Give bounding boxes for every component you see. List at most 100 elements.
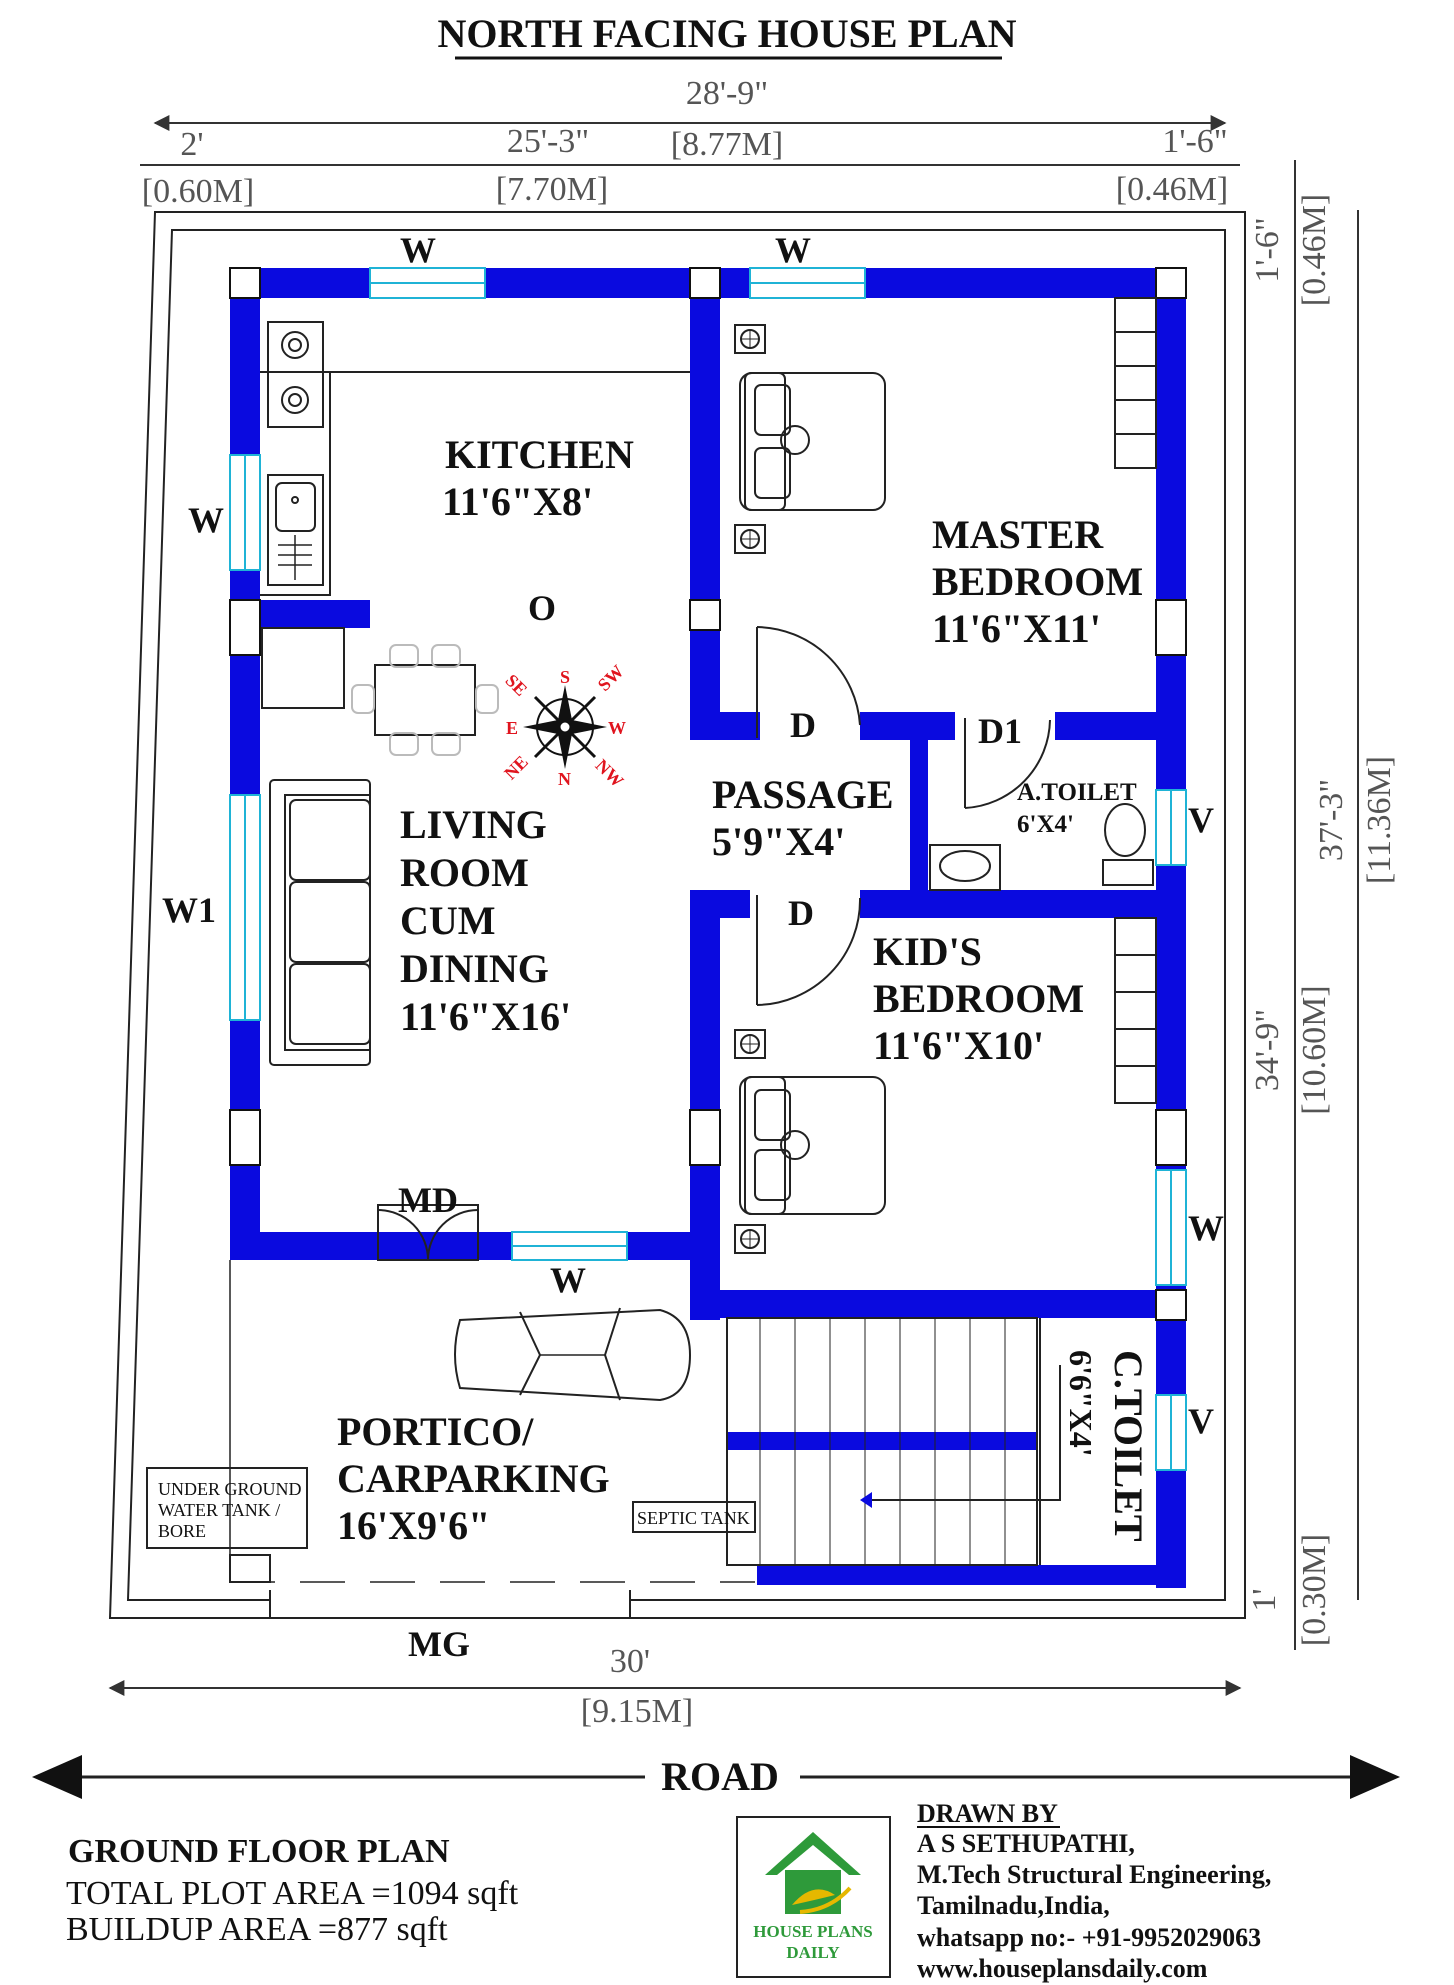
living-line-2: ROOM <box>400 850 529 895</box>
dining-table <box>351 644 499 756</box>
living-line-4: DINING <box>400 946 549 991</box>
portico-size: 16'X9'6" <box>337 1503 490 1548</box>
author-whatsapp: whatsapp no:- +91-9952029063 <box>917 1923 1261 1952</box>
staircase <box>726 1317 1061 1566</box>
ug-tank-line-2: WATER TANK / <box>158 1500 280 1520</box>
dim-bottom: 30' <box>610 1643 650 1680</box>
plot-inner-boundary <box>126 229 1226 1601</box>
logo-text-2: DAILY <box>786 1943 839 1962</box>
dim-bottom-m: [9.15M] <box>581 1693 693 1730</box>
dim-top-mid: 25'-3" <box>507 123 589 160</box>
passage-size: 5'9"X4' <box>712 819 845 864</box>
road-label: ROAD <box>661 1754 779 1799</box>
dim-right-total: 37'-3" <box>1313 779 1350 861</box>
plot-outer-boundary <box>108 211 1246 1619</box>
road-arrow-left <box>32 1755 82 1799</box>
svg-text:NW: NW <box>592 755 628 791</box>
ug-tank-line-1: UNDER GROUND <box>158 1479 302 1499</box>
kitchen-name: KITCHEN <box>445 432 634 477</box>
columns <box>229 267 1187 1321</box>
page-title: NORTH FACING HOUSE PLAN <box>437 11 1016 56</box>
dim-right-total-m: [11.36M] <box>1361 756 1398 884</box>
svg-text:SW: SW <box>594 661 628 695</box>
window-label-w1: W1 <box>162 890 216 930</box>
author-website: www.houseplansdaily.com <box>917 1954 1208 1983</box>
master-name-2: BEDROOM <box>932 559 1143 604</box>
car <box>454 1307 692 1402</box>
sofa <box>269 779 371 1066</box>
living-line-1: LIVING <box>400 802 547 847</box>
septic-tank <box>632 1501 756 1533</box>
svg-text:S: S <box>560 667 570 687</box>
main-door-label: MD <box>398 1180 458 1220</box>
dim-right-mid-m: [10.60M] <box>1296 985 1333 1114</box>
windows <box>229 267 1187 1471</box>
svg-text:NE: NE <box>500 752 532 784</box>
portico-edge <box>229 1260 265 1583</box>
atoilet-name: A.TOILET <box>1017 779 1137 806</box>
ctoilet-name: C.TOILET <box>1106 1350 1151 1542</box>
dim-right-top-m: [0.46M] <box>1296 194 1333 306</box>
main-gate-label: MG <box>408 1624 470 1664</box>
doors <box>377 626 1051 1261</box>
ug-tank-line-3: BORE <box>158 1521 206 1541</box>
window-label-kitchen: W <box>400 230 436 270</box>
drawn-by-heading: DRAWN BY <box>917 1799 1058 1828</box>
master-size: 11'6"X11' <box>932 606 1101 651</box>
passage-name: PASSAGE <box>712 772 894 817</box>
main-gate-opening <box>270 1590 630 1604</box>
author-name: A S SETHUPATHI, <box>917 1829 1135 1858</box>
master-bed <box>734 324 886 554</box>
door-label-atoilet: D1 <box>978 711 1022 751</box>
ctoilet-size: 6'6"X4' <box>1063 1350 1099 1457</box>
dim-top-total: 28'-9" <box>686 75 768 112</box>
dim-right-mid: 34'-9" <box>1249 1009 1286 1091</box>
buildup-area: BUILDUP AREA =877 sqft <box>66 1911 448 1948</box>
master-wardrobe <box>1114 297 1157 469</box>
plot-area: TOTAL PLOT AREA =1094 sqft <box>66 1875 519 1912</box>
dim-right-bottom-m: [0.30M] <box>1296 1534 1333 1646</box>
portico-step <box>229 1554 271 1583</box>
svg-text:E: E <box>506 718 518 738</box>
dim-top-left: 2' <box>180 126 203 163</box>
attached-toilet-fixtures <box>929 803 1154 891</box>
window-label-kitchen-west: W <box>188 500 224 540</box>
svg-text:N: N <box>558 769 571 789</box>
living-size: 11'6"X16' <box>400 994 571 1039</box>
svg-text:W: W <box>608 718 626 738</box>
dim-top-left-m: [0.60M] <box>142 173 254 210</box>
compass-rose <box>523 685 607 769</box>
author-location: Tamilnadu,India, <box>917 1891 1110 1920</box>
kids-wardrobe <box>1114 917 1157 1104</box>
logo-text-1: HOUSE PLANS <box>753 1922 873 1941</box>
kitchen-counter <box>260 321 690 709</box>
living-line-3: CUM <box>400 898 496 943</box>
kids-size: 11'6"X10' <box>873 1023 1044 1068</box>
dim-right-top: 1'-6" <box>1249 217 1286 282</box>
logo <box>736 1816 891 1978</box>
walls <box>230 268 1186 1588</box>
master-name-1: MASTER <box>932 512 1104 557</box>
kitchen-size: 11'6"X8' <box>442 479 593 524</box>
atoilet-size: 6'X4' <box>1017 811 1074 838</box>
door-label-kids: D <box>788 893 814 933</box>
portico-name-2: CARPARKING <box>337 1456 610 1501</box>
underground-tank <box>146 1467 308 1549</box>
door-label-master: D <box>790 705 816 745</box>
svg-text:SE: SE <box>502 670 532 700</box>
window-label-kids: W <box>1188 1208 1224 1248</box>
dim-right-bottom: 1' <box>1246 1588 1283 1611</box>
ventilator-label-ctoilet: V <box>1188 1401 1214 1441</box>
kids-bed <box>734 1029 886 1254</box>
dim-top-right-m: [0.46M] <box>1116 171 1228 208</box>
septic-tank-label: SEPTIC TANK <box>637 1508 750 1528</box>
author-qualification: M.Tech Structural Engineering, <box>917 1860 1271 1889</box>
ventilator-label-atoilet: V <box>1188 800 1214 840</box>
opening-label: O <box>528 588 556 628</box>
dim-top-total-m: [8.77M] <box>671 126 783 163</box>
kids-name-1: KID'S <box>873 929 982 974</box>
road-arrow-right <box>1350 1755 1400 1799</box>
dim-top-right: 1'-6" <box>1162 123 1227 160</box>
dim-top-mid-m: [7.70M] <box>496 171 608 208</box>
